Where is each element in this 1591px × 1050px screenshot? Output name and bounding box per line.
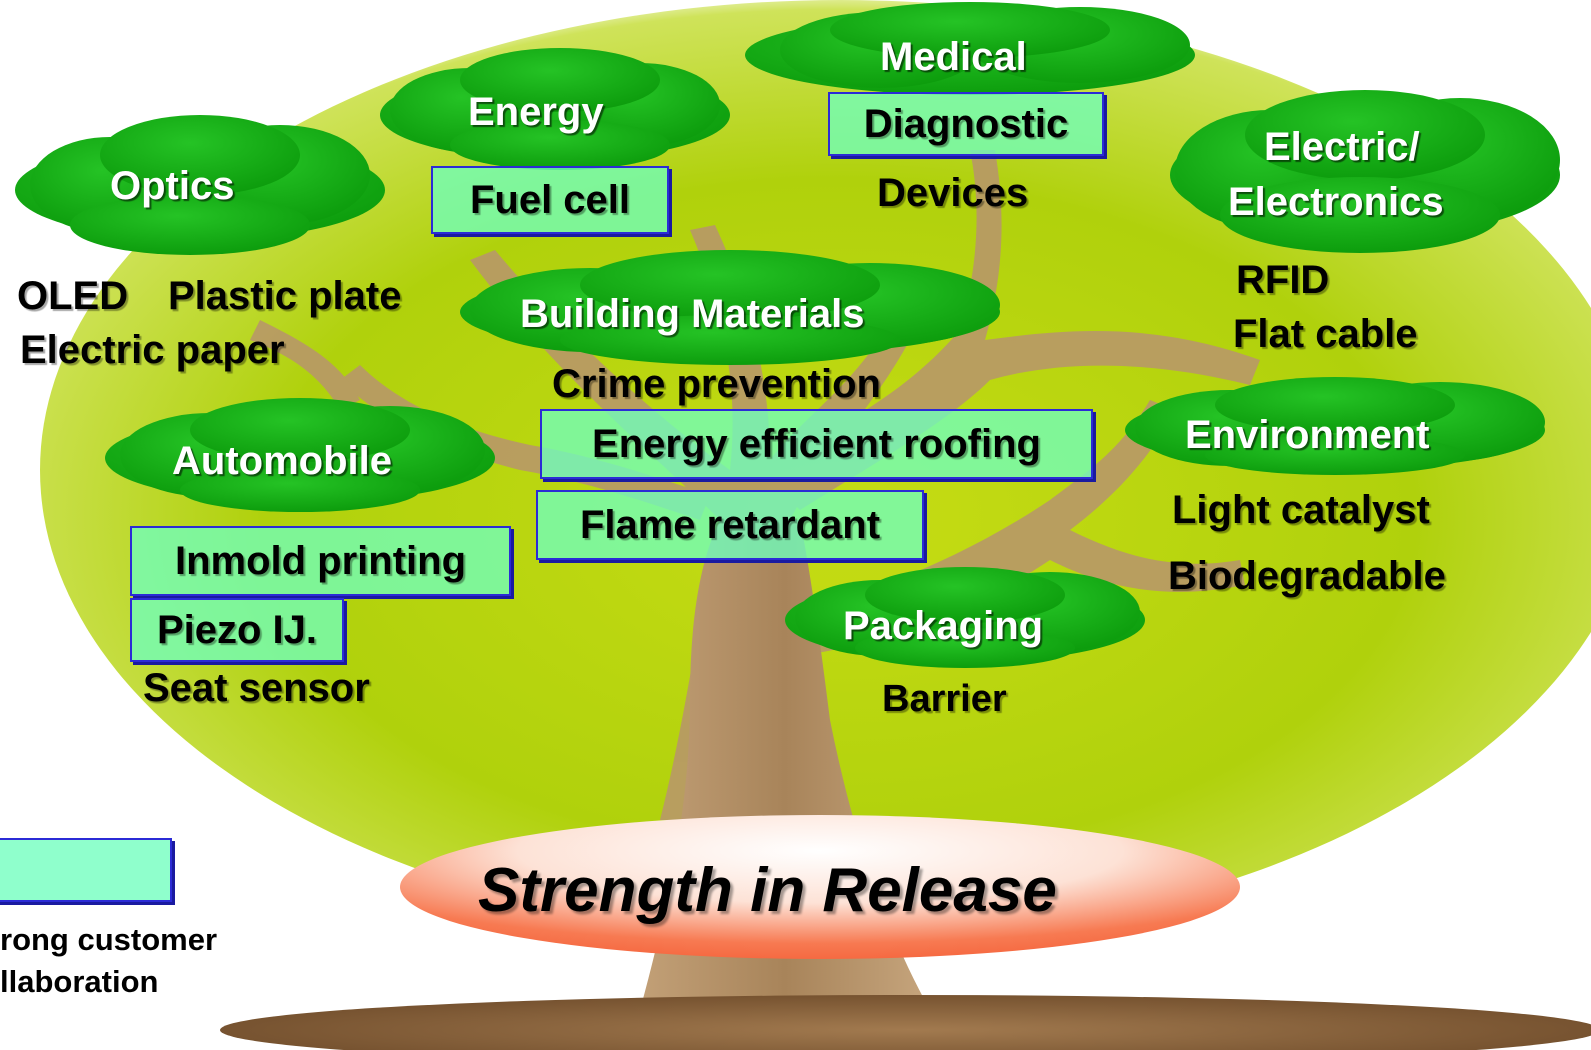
- cloud-packaging: [785, 567, 1145, 668]
- app-seat-sensor: Seat sensor: [143, 666, 370, 710]
- app-biodegradable: Biodegradable: [1168, 554, 1446, 598]
- app-oled: OLED: [17, 274, 129, 318]
- app-inmold-printing: Inmold printing: [130, 526, 511, 596]
- ground: [220, 995, 1591, 1050]
- cloud-building: [460, 250, 1000, 365]
- legend-label-line2: llaboration: [0, 964, 159, 999]
- cloud-optics: [15, 115, 385, 255]
- app-plastic-plate: Plastic plate: [168, 274, 402, 318]
- legend-label-line1: rong customer: [0, 922, 218, 957]
- category-automobile: Automobile: [172, 439, 392, 483]
- category-energy: Energy: [468, 90, 604, 134]
- app-piezo: Piezo IJ.: [130, 598, 344, 662]
- cloud-environment: [1125, 377, 1545, 475]
- banner-ellipse: [400, 815, 1240, 959]
- app-rfid: RFID: [1236, 258, 1330, 302]
- cloud-automobile: [105, 398, 495, 512]
- category-electric-line2: Electronics: [1228, 180, 1444, 224]
- category-optics: Optics: [110, 164, 235, 208]
- app-diagnostic: Diagnostic: [828, 92, 1104, 156]
- cloud-medical: [745, 2, 1195, 95]
- legend-swatch: [0, 838, 172, 902]
- category-building: Building Materials: [520, 292, 865, 336]
- app-flat-cable: Flat cable: [1233, 312, 1418, 356]
- app-crime-prevention: Crime prevention: [552, 362, 881, 406]
- banner-title: Strength in Release: [478, 856, 1057, 925]
- app-energy-roofing: Energy efficient roofing: [540, 409, 1093, 479]
- app-electric-paper: Electric paper: [20, 328, 285, 372]
- app-barrier: Barrier: [882, 678, 1007, 720]
- category-electric-line1: Electric/: [1264, 125, 1420, 169]
- category-medical: Medical: [880, 35, 1027, 79]
- category-environment: Environment: [1185, 413, 1430, 457]
- cloud-energy: [380, 48, 730, 170]
- category-packaging: Packaging: [843, 604, 1044, 648]
- cloud-electric: [1170, 90, 1560, 253]
- app-light-catalyst: Light catalyst: [1172, 488, 1430, 532]
- app-flame-retardant: Flame retardant: [536, 490, 924, 560]
- app-fuel-cell: Fuel cell: [431, 166, 669, 234]
- app-devices: Devices: [877, 171, 1029, 215]
